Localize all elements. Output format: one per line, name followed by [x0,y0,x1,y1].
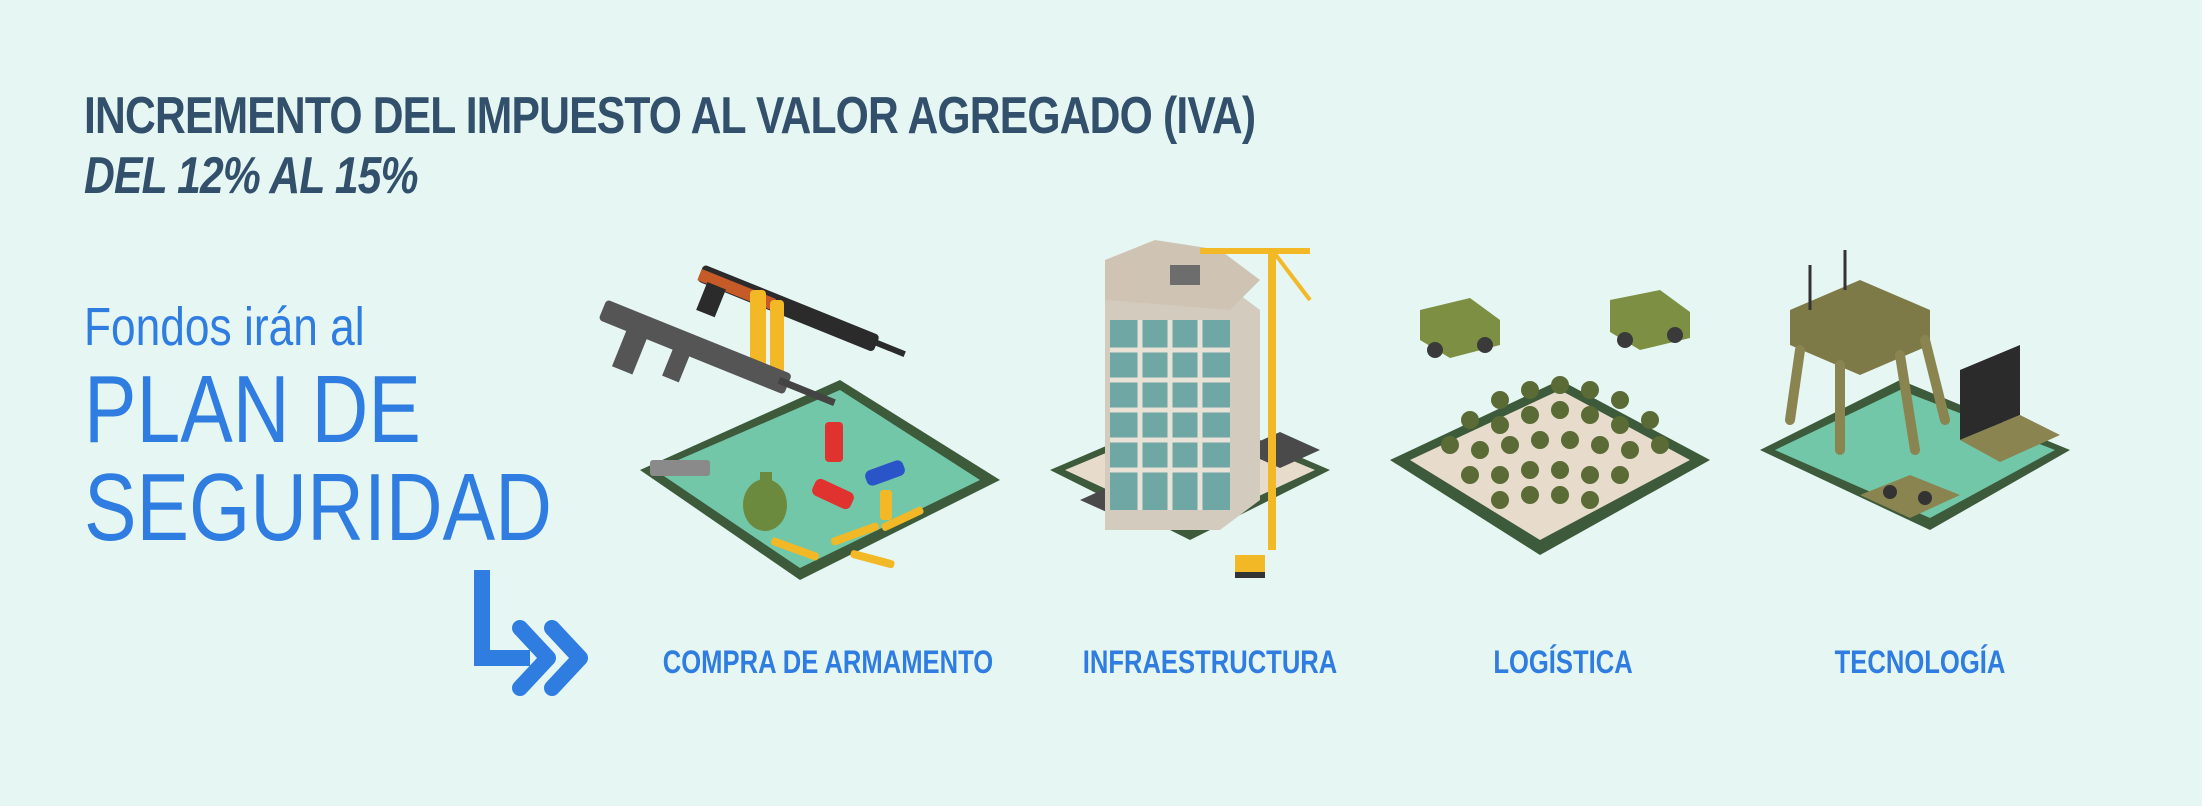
headline-line-2: SEGURIDAD [84,454,553,561]
robot-icon [1760,250,2070,530]
page-title: INCREMENTO DEL IMPUESTO AL VALOR AGREGAD… [84,87,1256,145]
weapons-icon [599,265,1000,580]
arrow-down-right-icon [474,570,588,696]
category-label-armamento: COMPRA DE ARMAMENTO [662,644,994,680]
category-label-tecnologia: TECNOLOGÍA [1834,644,2006,680]
troops-icon [1390,290,1710,555]
page-subtitle: DEL 12% AL 15% [84,147,419,205]
lead-text: Fondos irán al [84,297,365,357]
building-icon [1050,240,1330,578]
category-label-infraestructura: INFRAESTRUCTURA [1082,644,1338,680]
headline-line-1: PLAN DE [84,356,421,463]
category-label-logistica: LOGÍSTICA [1493,644,1633,680]
